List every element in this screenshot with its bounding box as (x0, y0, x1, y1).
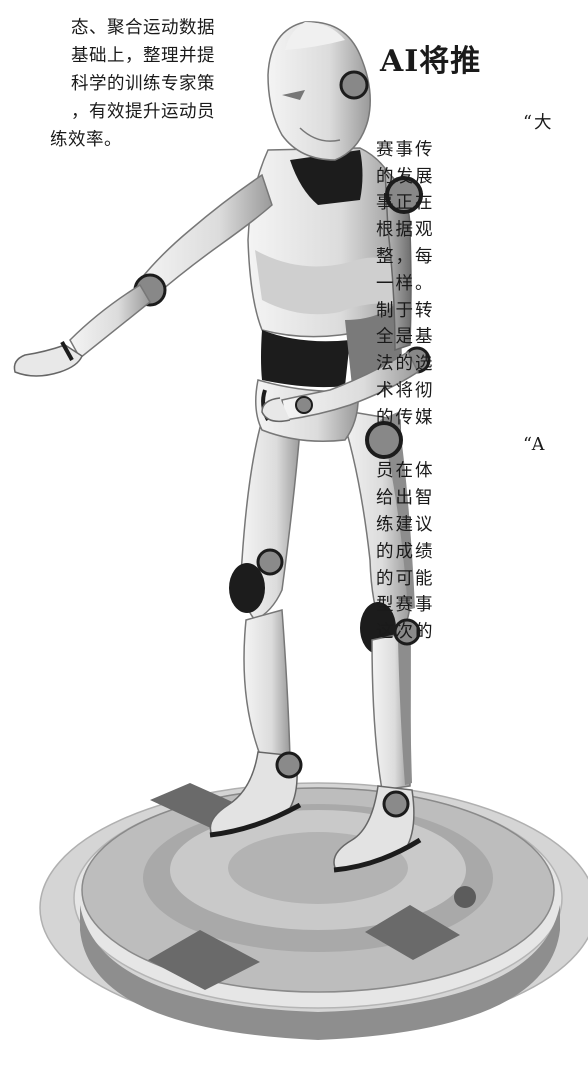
right-text-line: 的传媒 (376, 407, 435, 428)
left-text-line: 态、聚合运动数据 (71, 18, 215, 38)
article-headline: AI将推 (380, 44, 482, 79)
right-text-line: 这次的 (376, 622, 435, 643)
right-text-line: 制于转 (376, 300, 435, 321)
right-text-line: 练建议 (376, 514, 435, 535)
right-text-line: “A (523, 434, 547, 455)
platform-base (39, 782, 588, 1040)
right-text-line: “大 (523, 113, 554, 133)
right-text-line: 事正在 (376, 193, 435, 214)
robot-left-leg (209, 419, 303, 838)
right-text-line: 根据观 (376, 220, 435, 241)
right-text-line: 全是基 (376, 327, 435, 348)
robot-right-leg (333, 409, 422, 873)
right-text-line: 的可能 (376, 568, 435, 589)
left-text-line: 科学的训练专家策 (71, 74, 215, 94)
left-text-line: 基础上，整理并提 (71, 46, 215, 66)
left-text-line: ，有效提升运动员 (71, 102, 215, 122)
robot-right-arm (261, 168, 431, 423)
right-text-line: 型赛事 (376, 595, 435, 616)
right-text-column: “大 赛事传 的发展 事正在 根据观 整，每 一样。 制于转 全是基 法的选 术… (376, 110, 588, 646)
right-text-line: 术将彻 (376, 380, 435, 401)
right-text-line: 一样。 (376, 273, 435, 294)
right-text-line: 给出智 (376, 488, 435, 509)
robot-left-arm (13, 173, 273, 377)
robot-head (267, 21, 371, 205)
left-text-column: 态、聚合运动数据 基础上，整理并提 科学的训练专家策 ，有效提升运动员 练效率。 (0, 14, 215, 154)
right-text-line: 赛事传 (376, 139, 435, 160)
right-text-line: 整，每 (376, 246, 435, 267)
left-text-line: 练效率。 (50, 130, 122, 150)
right-text-line: 员在体 (376, 461, 435, 482)
right-text-line: 的发展 (376, 166, 435, 187)
right-text-line: 法的选 (376, 354, 435, 375)
right-text-line: 的成绩 (376, 541, 435, 562)
